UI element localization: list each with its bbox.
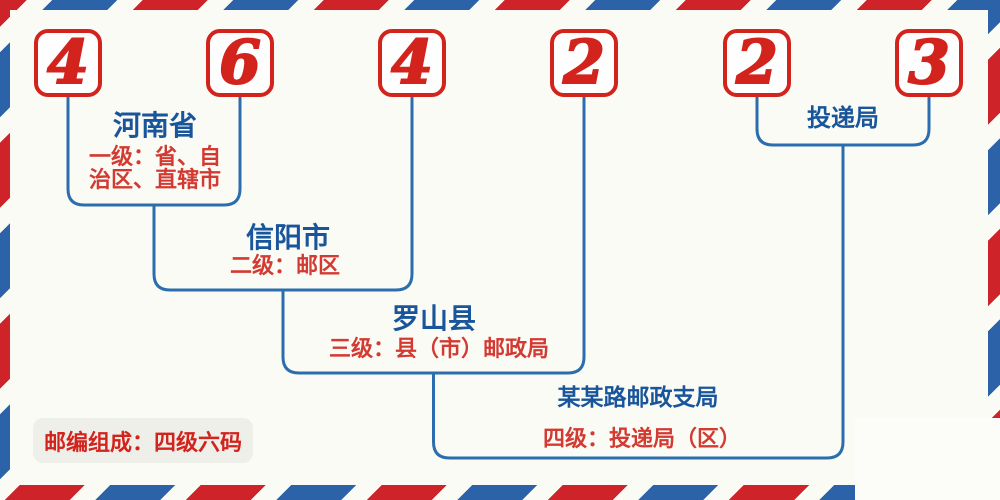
digit-box-5: 2 [723,29,791,97]
level4-place: 某某路邮政支局 [557,385,719,410]
level2-place: 信阳市 [245,223,331,254]
digit-box-3: 4 [378,29,446,97]
digit-5: 2 [735,28,779,98]
level2-desc: 二级：邮区 [229,253,341,278]
bracket-level4 [432,145,845,460]
digit-4: 2 [562,28,606,98]
digit-box-4: 2 [550,29,618,97]
level3-place: 罗山县 [391,304,477,335]
level3-desc: 三级：县（市）邮政局 [328,336,550,361]
delivery-office-label: 投递局 [807,106,879,132]
level1-desc-line1: 一级：省、自 [88,144,222,169]
digit-box-1: 4 [34,29,102,97]
digit-1: 4 [46,28,90,98]
digit-3: 4 [390,28,434,98]
footer-label: 邮编组成：四级六码 [43,429,242,455]
digit-box-6: 3 [895,29,963,97]
level1-place: 河南省 [112,111,198,142]
digit-6: 3 [907,28,951,98]
footer-badge: 邮编组成：四级六码 [33,418,253,463]
level1-desc-line2: 治区、直辖市 [88,167,222,192]
envelope-inner [10,10,988,485]
bottom-right-patch [855,418,1000,500]
bracket-delivery [755,97,931,147]
digit-box-2: 6 [206,29,274,97]
level4-desc: 四级：投递局（区） [542,426,742,451]
level1-desc: 一级：省、自 治区、直辖市 [89,145,221,191]
digit-2: 6 [218,28,262,98]
